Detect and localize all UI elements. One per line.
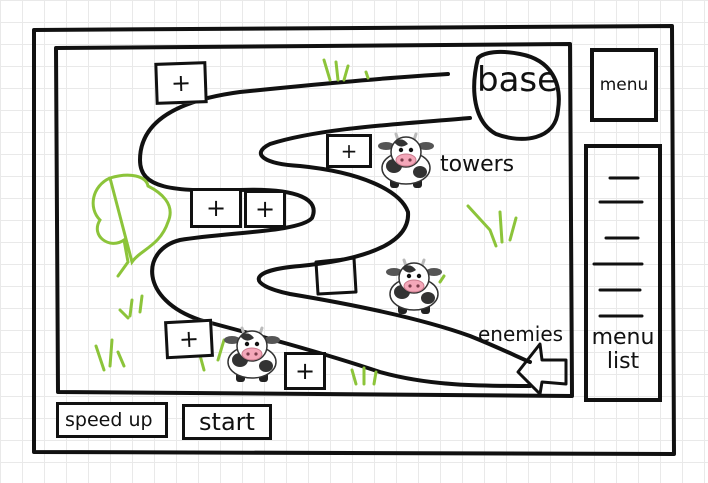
tower-slot-plus: + [340,139,358,163]
path-inner-edge [256,116,532,364]
tree-icon [91,173,172,278]
base-outline [472,49,561,141]
speed-up-label: speed up [65,409,153,431]
tower-cow-icon [378,132,434,188]
tower-slot-2[interactable]: + [326,134,372,168]
grass-doodles [91,58,518,386]
tower-slot-plus: + [170,68,192,98]
towers-label: towers [440,152,515,177]
grass-icon [438,274,446,284]
menu-button-label: menu [599,75,649,95]
grass-icon [466,204,518,248]
grass-icon [118,294,144,320]
enemy-spawn-arrow [516,342,568,396]
path-outer-edge [138,72,532,388]
menu-list-lines [592,176,644,318]
tower-slot-plus: + [178,324,200,354]
game-map-frame [54,42,574,398]
tower-cow-icon [386,258,442,314]
menu-button[interactable]: menu [590,48,658,122]
enemies-label: enemies [478,322,564,346]
enemy-cow-icon [224,326,280,382]
tower-slot-6[interactable]: + [284,352,326,390]
tower-slot-plus: + [294,357,316,385]
outer-frame [32,24,676,456]
menu-list-panel[interactable] [584,144,662,402]
tower-slot-plus: + [254,195,276,223]
grass-icon [94,338,126,372]
tower-slot-4[interactable]: + [244,190,286,228]
cows [224,132,442,382]
grass-icon [322,58,370,82]
tower-slot-3[interactable]: + [190,188,242,228]
start-label: start [199,408,255,436]
base-label: base [477,60,559,100]
speed-up-button[interactable]: speed up [56,402,168,438]
tower-slot-5[interactable]: + [164,318,214,360]
start-button[interactable]: start [182,404,272,440]
tower-slot-1[interactable]: + [154,61,208,105]
tower-slot-empty [314,256,358,296]
tower-slot-plus: + [205,194,227,222]
menu-list-label: menu list [591,325,655,374]
grass-icon [350,366,378,386]
